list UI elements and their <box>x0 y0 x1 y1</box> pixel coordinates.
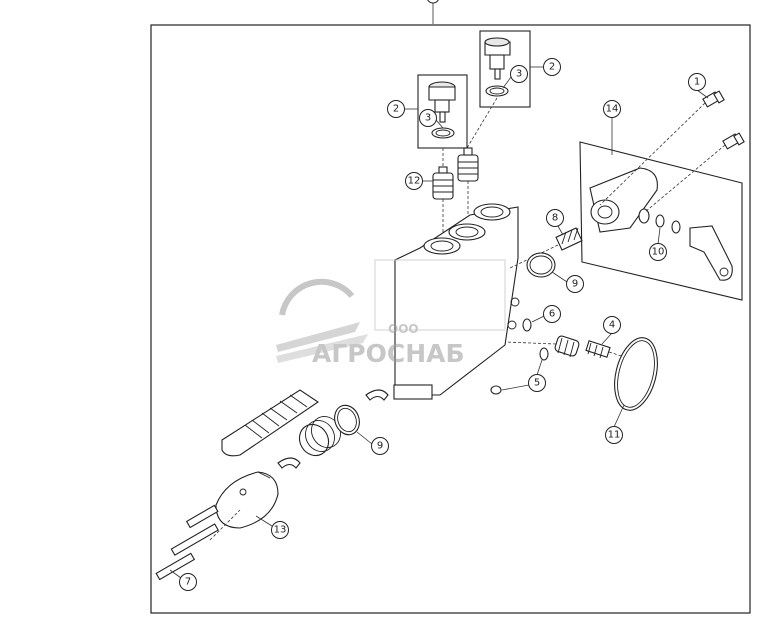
callout-c2b: 2 <box>387 100 405 118</box>
callout-c6: 6 <box>543 305 561 323</box>
callout-label: 11 <box>608 430 621 441</box>
callout-circle <box>528 374 546 392</box>
callout-circle <box>649 243 667 261</box>
o-ring-9-upper <box>526 252 556 278</box>
callout-label: 10 <box>652 247 665 258</box>
valve-body <box>393 203 520 400</box>
bolt-upper-guide <box>599 102 706 206</box>
callout-circle <box>371 437 389 455</box>
callout-circle <box>419 109 437 127</box>
callout-circle <box>510 65 528 83</box>
callout-c7: 7 <box>179 573 197 591</box>
watermark-logo: ООО АГРОСНАБ <box>276 259 506 368</box>
callout-circle <box>179 573 197 591</box>
callout-c5: 5 <box>528 374 546 392</box>
assembly-leader-dot <box>427 0 439 4</box>
callout-c12: 12 <box>405 172 423 190</box>
callout-label: 5 <box>534 378 540 389</box>
bolt-upper <box>702 90 725 108</box>
callout-c4: 4 <box>603 316 621 334</box>
callout-circle <box>688 73 706 91</box>
callout-label: 2 <box>549 62 555 73</box>
bolt-lower <box>722 132 745 150</box>
end-cap-13 <box>215 471 279 529</box>
callout-circle <box>566 275 584 293</box>
callout-c1: 1 <box>688 73 706 91</box>
callout-c9b: 9 <box>371 437 389 455</box>
retainer-clip-upper <box>365 389 389 401</box>
watermark-name: АГРОСНАБ <box>312 339 465 368</box>
callout-label: 7 <box>185 577 191 588</box>
callout-label: 8 <box>552 213 558 224</box>
callout-circle <box>543 305 561 323</box>
spring-8 <box>555 227 583 251</box>
callout-label: 14 <box>606 104 619 115</box>
diagram-frame <box>150 24 751 614</box>
callout-circle <box>546 209 564 227</box>
callout-label: 3 <box>425 113 431 124</box>
callout-circle <box>543 58 561 76</box>
callout-c11: 11 <box>605 426 623 444</box>
callout-label: 4 <box>609 320 615 331</box>
callout-label: 9 <box>572 279 578 290</box>
callout-circle <box>387 100 405 118</box>
callout-c10: 10 <box>649 243 667 261</box>
callout-label: 12 <box>408 176 421 187</box>
callout-c3b: 3 <box>419 109 437 127</box>
spring-pair <box>432 147 479 200</box>
callout-circle <box>603 316 621 334</box>
callout-label: 2 <box>393 104 399 115</box>
callout-circle <box>405 172 423 190</box>
callout-label: 3 <box>516 69 522 80</box>
callout-label: 6 <box>549 309 555 320</box>
callout-c2a: 2 <box>543 58 561 76</box>
watermark-prefix: ООО <box>388 322 419 336</box>
callout-c3a: 3 <box>510 65 528 83</box>
ring-5-upper <box>539 347 549 361</box>
retainer-clip-lower <box>277 457 301 469</box>
o-ring-11 <box>614 337 658 411</box>
ring-5-lower <box>490 385 502 395</box>
callout-c13: 13 <box>271 521 289 539</box>
callout-label: 13 <box>274 525 287 536</box>
callout-label: 1 <box>694 77 700 88</box>
callout-label: 9 <box>377 441 383 452</box>
main-shaft <box>221 389 319 457</box>
spool-4-assembly <box>554 335 611 359</box>
callout-circle <box>271 521 289 539</box>
callout-circle <box>605 426 623 444</box>
callout-c9a: 9 <box>566 275 584 293</box>
pins-guide <box>209 509 241 541</box>
cover-plate-panel <box>579 141 743 301</box>
callout-c8: 8 <box>546 209 564 227</box>
plug-assembly-right <box>479 30 531 108</box>
ring-6 <box>522 318 532 332</box>
pins-7 <box>155 504 219 581</box>
spool-guide <box>504 341 557 345</box>
callout-c14: 14 <box>603 100 621 118</box>
bolt-lower-guide <box>644 144 726 213</box>
callout-circle <box>603 100 621 118</box>
